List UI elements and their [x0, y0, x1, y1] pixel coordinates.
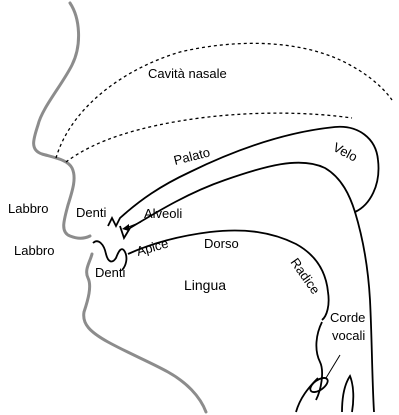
label-apex: Apice — [135, 235, 170, 258]
alveoli-arrowhead — [122, 224, 129, 231]
label-lower-teeth: Denti — [95, 265, 125, 280]
label-upper-lip: Labbro — [8, 201, 48, 216]
label-vocal-cords-line1: Corde — [330, 310, 365, 325]
label-alveoli: Alveoli — [144, 206, 182, 221]
vocal-cords-pointer — [326, 355, 340, 378]
label-upper-teeth: Denti — [76, 205, 106, 220]
label-velum: Velo — [331, 139, 360, 164]
larynx-entrance — [316, 322, 322, 400]
vocal-cord-right — [342, 376, 353, 412]
label-tongue: Lingua — [184, 277, 226, 293]
label-nasal-cavity: Cavità nasale — [148, 66, 227, 81]
label-lower-lip: Labbro — [14, 243, 54, 258]
label-vocal-cords-line2: vocali — [332, 328, 365, 343]
label-dorsum: Dorso — [204, 236, 239, 251]
